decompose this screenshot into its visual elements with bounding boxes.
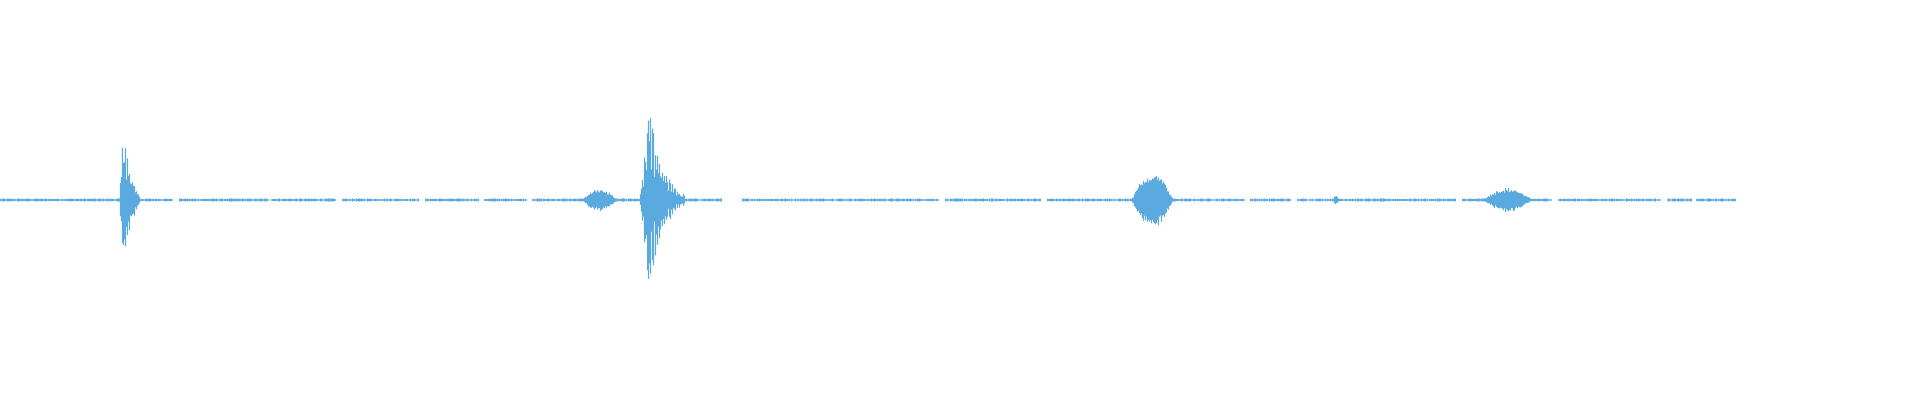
waveform-burst-3 [638, 118, 686, 279]
waveform-burst-1 [118, 147, 141, 247]
waveform-burst-6 [1481, 187, 1535, 213]
waveform-burst-2 [580, 190, 619, 212]
waveform-burst-4 [1129, 176, 1176, 226]
waveform-burst-5 [1331, 196, 1341, 205]
waveform-trace [0, 118, 1736, 279]
